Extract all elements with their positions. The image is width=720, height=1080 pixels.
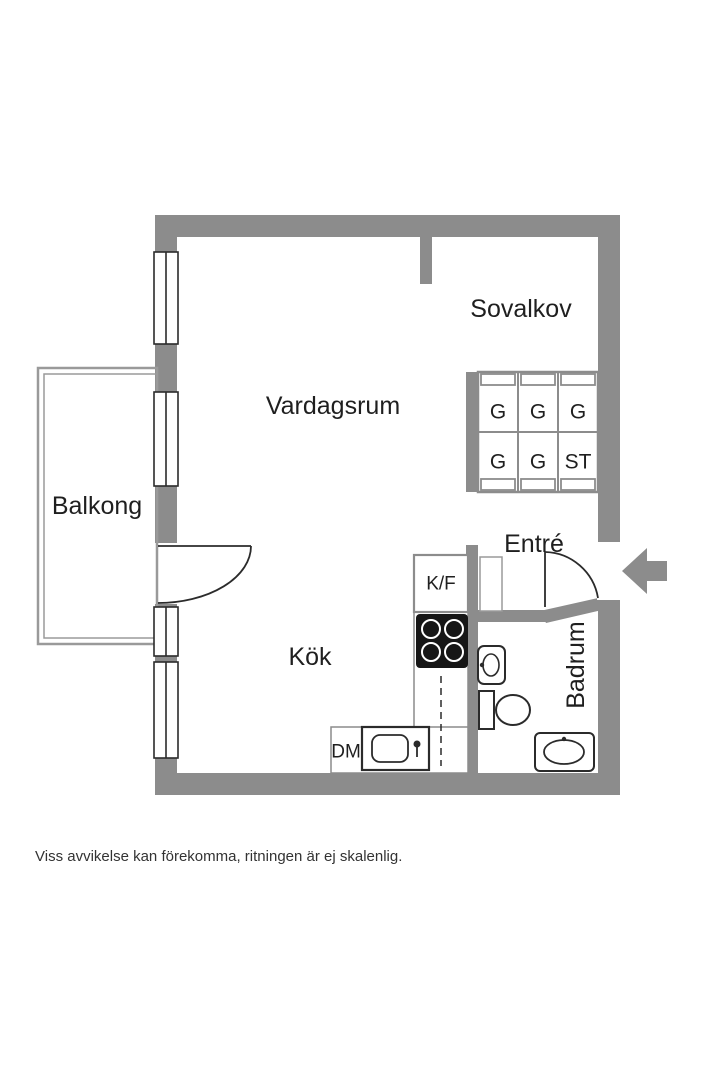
- balcony-door: [157, 545, 252, 604]
- wall-closet-left: [466, 372, 478, 492]
- wall-bottom: [155, 773, 620, 795]
- closet-label: G: [530, 451, 546, 474]
- wall-bathroom-left: [466, 610, 478, 773]
- entrance-door: [544, 551, 599, 607]
- window: [153, 661, 179, 759]
- room-label-entre: Entré: [504, 530, 564, 558]
- closet-label: ST: [565, 451, 592, 474]
- room-label-kok: Kök: [288, 643, 332, 671]
- washbasin: [477, 645, 506, 685]
- wall-bathroom-top: [466, 610, 546, 622]
- kitchen-sink: [360, 725, 431, 772]
- bathroom-fixtures: [477, 645, 595, 772]
- room-label-badrum: Badrum: [562, 621, 590, 709]
- room-label-vardagsrum: Vardagsrum: [266, 392, 400, 420]
- wall-top: [155, 215, 620, 237]
- wall-right: [598, 215, 620, 795]
- windows: [153, 251, 179, 759]
- closet-label: G: [530, 401, 546, 424]
- bathroom-sink: [534, 732, 595, 772]
- closet-block: G G G G G ST: [476, 370, 600, 494]
- entrance-arrow-icon: [622, 548, 667, 594]
- stove: [416, 614, 468, 668]
- window: [153, 606, 179, 657]
- fridge-freezer: [412, 553, 470, 614]
- wall-openings: [154, 252, 621, 758]
- balcony: [36, 366, 159, 646]
- kitchen-fixtures: K/F DM: [330, 553, 470, 774]
- closet-label: G: [570, 401, 586, 424]
- room-label-balkong: Balkong: [52, 492, 142, 520]
- toilet: [478, 690, 531, 730]
- entrance-door-arc: [544, 551, 599, 599]
- room-label-sovalkov: Sovalkov: [470, 295, 572, 323]
- balcony-rail-inner: [43, 373, 158, 639]
- fridge-freezer-label: K/F: [426, 574, 456, 595]
- disclaimer-text: Viss avvikelse kan förekomma, ritningen …: [35, 848, 402, 865]
- entre-cabinet: [479, 556, 503, 612]
- wall-bathroom-diagonal: [540, 598, 602, 623]
- window: [153, 251, 179, 345]
- dishwasher-label: DM: [331, 742, 361, 763]
- wall-stub-sovalkov: [420, 237, 432, 284]
- closet-label: G: [490, 401, 506, 424]
- closet-label: G: [490, 451, 506, 474]
- window: [153, 391, 179, 487]
- balcony-door-arc: [157, 545, 252, 604]
